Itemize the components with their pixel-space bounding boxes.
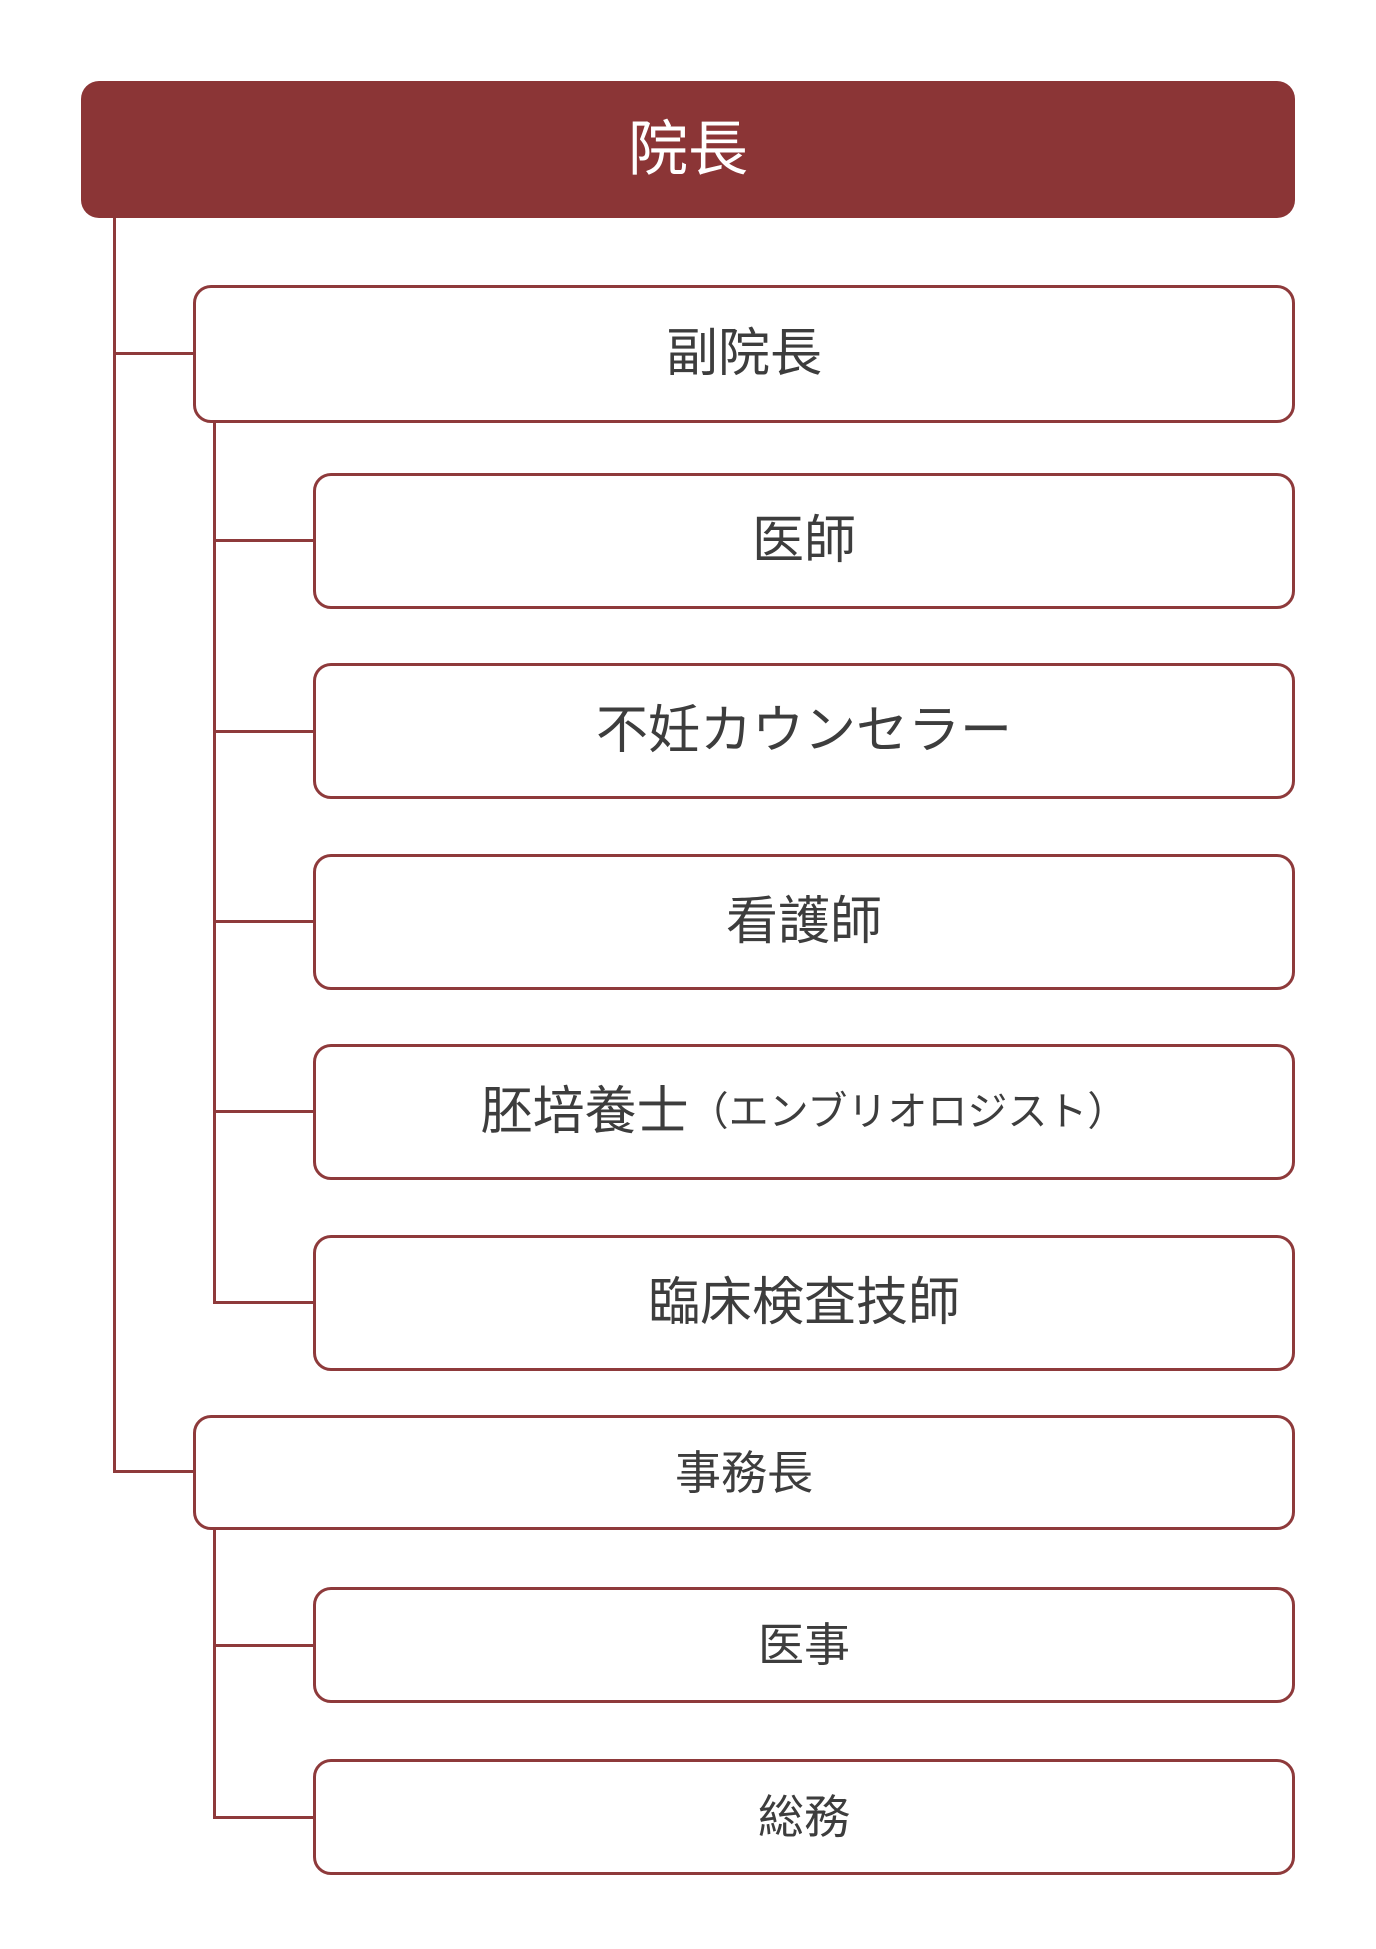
org-node-director-label: 院長 — [628, 115, 748, 183]
org-node-medical-affairs-label: 医事 — [758, 1619, 850, 1671]
connector-stub-fertility-counselor — [213, 730, 313, 733]
org-node-fertility-counselor-label: 不妊カウンセラー — [595, 702, 1012, 760]
org-node-nurse: 看護師 — [313, 854, 1295, 990]
org-node-vice-director-label: 副院長 — [665, 325, 822, 383]
org-node-office-manager-label: 事務長 — [675, 1446, 813, 1499]
connector-stub-doctor — [213, 539, 313, 542]
org-node-nurse-label: 看護師 — [725, 893, 882, 951]
org-node-clinical-lab-technician: 臨床検査技師 — [313, 1235, 1295, 1371]
org-node-general-affairs: 総務 — [313, 1759, 1295, 1875]
connector-stub-medical-affairs — [213, 1644, 313, 1647]
connector-stub-embryologist — [213, 1110, 313, 1113]
connector-stub-vice-director — [113, 352, 193, 355]
org-node-vice-director: 副院長 — [193, 285, 1295, 423]
org-node-doctor-label: 医師 — [751, 512, 856, 570]
connector-trunk-root — [113, 218, 116, 1473]
org-node-embryologist: 胚培養士（エンブリオロジスト） — [313, 1044, 1295, 1180]
connector-trunk-vice-director — [213, 423, 216, 1304]
org-node-fertility-counselor: 不妊カウンセラー — [313, 663, 1295, 799]
connector-stub-office-manager — [113, 1470, 193, 1473]
connector-stub-clinical-lab-technician — [213, 1301, 313, 1304]
org-node-office-manager: 事務長 — [193, 1415, 1295, 1530]
org-node-embryologist-sublabel: （エンブリオロジスト） — [688, 1090, 1128, 1134]
org-node-doctor: 医師 — [313, 473, 1295, 609]
connector-stub-nurse — [213, 920, 313, 923]
connector-trunk-office-manager — [213, 1530, 216, 1819]
org-node-clinical-lab-technician-label: 臨床検査技師 — [647, 1274, 960, 1332]
org-node-director: 院長 — [81, 81, 1295, 218]
org-node-general-affairs-label: 総務 — [758, 1791, 850, 1843]
org-node-embryologist-label: 胚培養士 — [480, 1083, 689, 1141]
connector-stub-general-affairs — [213, 1816, 313, 1819]
org-node-medical-affairs: 医事 — [313, 1587, 1295, 1703]
